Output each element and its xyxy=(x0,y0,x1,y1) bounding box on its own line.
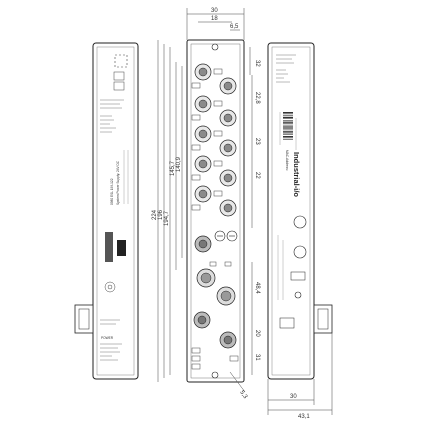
status-led xyxy=(191,82,201,89)
barcode-bar xyxy=(283,120,293,121)
left-side-view: 0980 ESL 199-122 System Power Supply: 24… xyxy=(74,42,139,380)
network-port-2 xyxy=(219,331,237,349)
status-led xyxy=(191,114,201,121)
dim-offset-top: 18 xyxy=(211,16,218,22)
mac-address-text: MAC-Address: xyxy=(285,150,289,171)
manufacturer-logo xyxy=(105,232,126,262)
m12-port xyxy=(194,125,212,143)
dim-length-aux: 140,9 xyxy=(176,156,182,172)
power-connector-in xyxy=(196,268,216,288)
dim-height-pitch: 194,7 xyxy=(164,210,170,226)
right-side-view: MAC-Address: Industrial-i/o xyxy=(267,42,333,380)
certification-marks xyxy=(279,215,307,329)
power-label: POWER xyxy=(101,336,114,340)
barcode-bar xyxy=(283,113,293,115)
barcode-bar xyxy=(283,123,293,124)
dim-right-7: 31 xyxy=(254,354,260,361)
dim-bottom-2: 43,1 xyxy=(298,414,310,420)
status-led xyxy=(191,144,201,151)
dim-height-inner: 196 xyxy=(158,209,164,220)
dim-height-total: 224 xyxy=(152,209,158,220)
barcode-bar xyxy=(283,118,293,119)
m12-port xyxy=(219,199,237,217)
dim-bottom-1: 30 xyxy=(290,394,297,400)
barcode-bar xyxy=(283,134,293,135)
barcode-bar xyxy=(283,136,293,138)
barcode-bar xyxy=(283,124,293,126)
bus-connector xyxy=(194,235,212,253)
dim-right-3: 23 xyxy=(254,138,260,145)
m12-port xyxy=(194,95,212,113)
supply-text: System Power Supply: 24V DC xyxy=(116,160,120,205)
dim-width-top: 30 xyxy=(211,8,218,14)
m12-port xyxy=(219,139,237,157)
dim-right-6: 20 xyxy=(254,330,260,337)
status-led xyxy=(213,190,223,197)
m12-port xyxy=(219,169,237,187)
barcode-bar xyxy=(283,121,293,123)
m12-port-array xyxy=(191,63,237,217)
dim-right-2: 22,8 xyxy=(254,92,260,104)
barcode-bar xyxy=(283,112,293,114)
barcode-bar xyxy=(283,126,293,128)
m12-port xyxy=(194,185,212,203)
left-side-connector xyxy=(74,304,94,334)
dim-right-4: 22 xyxy=(254,172,260,179)
m12-port xyxy=(219,109,237,127)
dim-right-5: 48,4 xyxy=(254,282,260,294)
status-led xyxy=(191,174,201,181)
barcode-bar xyxy=(283,139,293,140)
front-view xyxy=(186,39,245,383)
dim-right-1: 32 xyxy=(254,60,260,67)
status-led xyxy=(191,204,201,211)
product-brand: Industrial-i/o xyxy=(292,152,301,197)
rotary-switches xyxy=(214,230,238,242)
dimension-lines xyxy=(157,8,333,415)
status-led xyxy=(213,130,223,137)
barcode-bar xyxy=(283,131,293,133)
barcode-bar xyxy=(283,137,293,139)
dim-length-main: 145,7 xyxy=(170,160,176,176)
status-led xyxy=(213,160,223,167)
dim-bottom-small: 5,3 xyxy=(238,390,248,401)
m12-port xyxy=(194,155,212,173)
order-number-text: 0980 ESL 199-122 xyxy=(110,178,114,205)
status-led xyxy=(213,100,223,107)
power-connector-out xyxy=(216,286,236,306)
barcode-bar xyxy=(283,115,293,116)
m12-port xyxy=(194,63,212,81)
dimension-labels: 30 18 6,5 224 196 194,7 145,7 140,9 32 2… xyxy=(152,8,310,420)
dim-top-right: 6,5 xyxy=(230,24,239,30)
barcode-bar xyxy=(283,129,293,131)
barcode-bar xyxy=(283,128,293,129)
network-port-1 xyxy=(193,311,211,329)
barcode-bar xyxy=(283,132,293,134)
status-led xyxy=(213,68,223,75)
barcode-bar xyxy=(283,116,293,118)
m12-port xyxy=(219,77,237,95)
barcode xyxy=(283,112,293,140)
right-side-connector xyxy=(313,304,333,334)
